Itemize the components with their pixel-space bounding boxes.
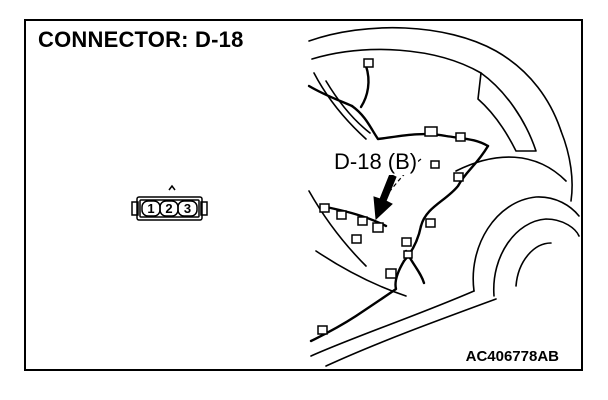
clip-lower xyxy=(403,250,413,259)
clip-upper xyxy=(424,126,438,137)
trunk-floor-edge xyxy=(308,190,367,267)
quarter-window xyxy=(477,72,537,152)
rear-window-edge xyxy=(313,72,367,140)
connector-ear-left xyxy=(131,201,139,216)
harness-top-branch xyxy=(359,64,370,109)
rear-window-inner xyxy=(325,80,371,134)
roof-inner-line xyxy=(311,48,482,74)
clip-left-2 xyxy=(336,210,347,220)
diagram-artwork: 1 2 3 xyxy=(131,26,580,367)
shoulder-line xyxy=(455,156,567,182)
connector-inner xyxy=(139,199,200,218)
pin-label-3: 3 xyxy=(184,201,191,216)
lower-sill xyxy=(310,290,475,357)
harness-upper-left xyxy=(307,84,354,108)
connector-title: CONNECTOR: D-18 xyxy=(38,27,244,52)
callout-label: D-18 (B) xyxy=(333,149,419,175)
clip-lower-right xyxy=(401,237,412,247)
pin-label-1: 1 xyxy=(147,201,154,216)
connector-face-view xyxy=(131,184,208,221)
clip-upper-right xyxy=(455,132,466,142)
connector-ear-right xyxy=(200,201,208,216)
connector-latch xyxy=(168,184,176,191)
clip-sill xyxy=(317,325,328,335)
harness-lower-run xyxy=(309,259,406,343)
pointer-arrow xyxy=(373,173,397,221)
harness-mid-run xyxy=(419,144,490,228)
diagram-frame: CONNECTOR: D-18 1 2 3 xyxy=(24,19,583,371)
tire-outer xyxy=(493,218,580,297)
clip-mid xyxy=(430,160,440,169)
vehicle-outline xyxy=(308,26,580,367)
connector-d18-b xyxy=(372,222,384,233)
body-side-rear xyxy=(560,130,573,202)
clip-mid-right xyxy=(453,172,464,182)
figure-code: AC406778AB xyxy=(465,348,559,365)
sill-edge xyxy=(325,298,497,367)
clip-floor xyxy=(351,234,362,244)
connector-body xyxy=(136,196,203,221)
pin-label-2: 2 xyxy=(165,201,172,216)
pin-cell-3 xyxy=(177,200,198,217)
clip-left-3 xyxy=(357,216,368,226)
wheel-arch xyxy=(472,196,580,292)
harness-upper-run xyxy=(350,104,490,148)
harness-connectors xyxy=(317,58,466,335)
tire-inner xyxy=(515,242,552,287)
clip-bottom xyxy=(385,268,397,279)
clip-top xyxy=(363,58,374,68)
clip-right xyxy=(425,218,436,228)
trunk-lower-panel xyxy=(315,250,407,297)
roof-line xyxy=(308,26,562,132)
harness-down xyxy=(402,224,423,263)
clip-left-1 xyxy=(319,203,330,213)
